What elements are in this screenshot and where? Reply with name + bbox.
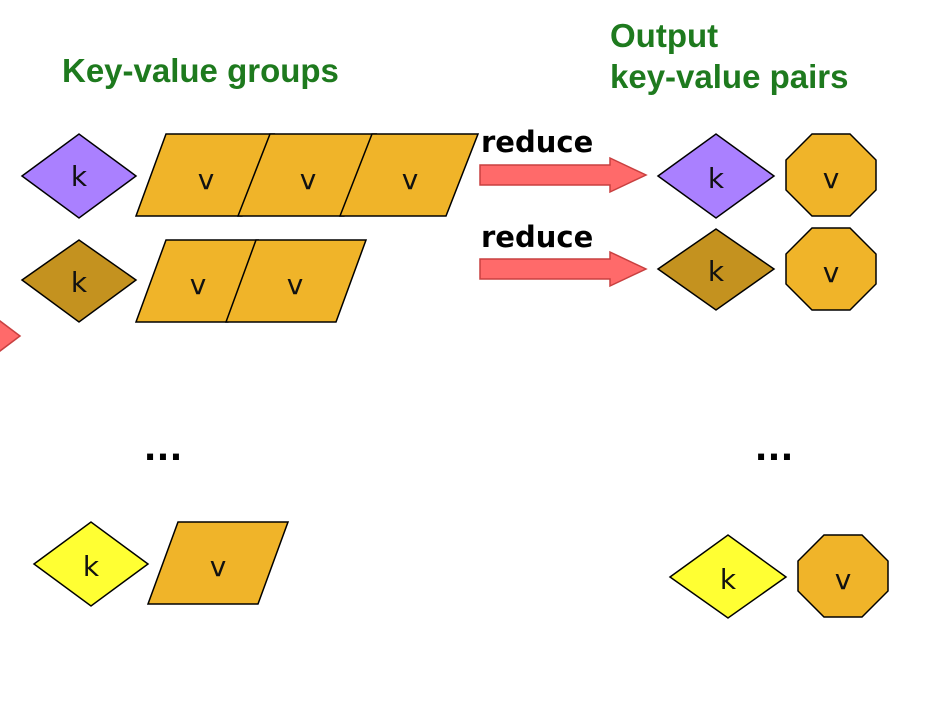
output2-key-diamond [656,228,776,311]
groups-ellipsis: ... [144,429,183,469]
group3-value-1-label: v [210,550,227,583]
group1-key-label: k [71,160,88,193]
group1-key-diamond [20,133,138,219]
group2-key-diamond [20,239,138,323]
group1-value-2-label: v [300,163,317,196]
group1-value-3 [338,133,480,217]
output-title-line2: key-value pairs [610,58,848,95]
output2-value-label: v [823,256,840,289]
group1-value-3-label: v [402,163,419,196]
group1-reduce-label: reduce [481,125,593,159]
partial-arrow-left-edge [0,320,22,352]
output1-value-octagon [785,133,877,217]
group2-value-2 [224,239,368,323]
group3-key-diamond [32,521,150,607]
group2-reduce-arrow [479,250,648,288]
group2-value-2-label: v [287,268,304,301]
output3-value-octagon [797,534,889,618]
output3-key-label: k [720,563,737,596]
group2-value-1-label: v [190,268,207,301]
key-value-groups-title: Key-value groups [62,52,339,89]
group2-reduce-label: reduce [481,220,593,254]
output-title-line1: Output [610,17,718,54]
output3-key-diamond [668,534,788,619]
group1-value-1-label: v [198,163,215,196]
output3-value-label: v [835,563,852,596]
output1-value-label: v [823,162,840,195]
output2-key-label: k [708,255,725,288]
group1-reduce-arrow [479,156,648,194]
group2-key-label: k [71,266,88,299]
output1-key-label: k [708,162,725,195]
group3-value-1 [146,521,290,605]
output2-value-octagon [785,227,877,311]
outputs-ellipsis: ... [755,429,794,469]
group3-key-label: k [83,550,100,583]
output1-key-diamond [656,133,776,219]
